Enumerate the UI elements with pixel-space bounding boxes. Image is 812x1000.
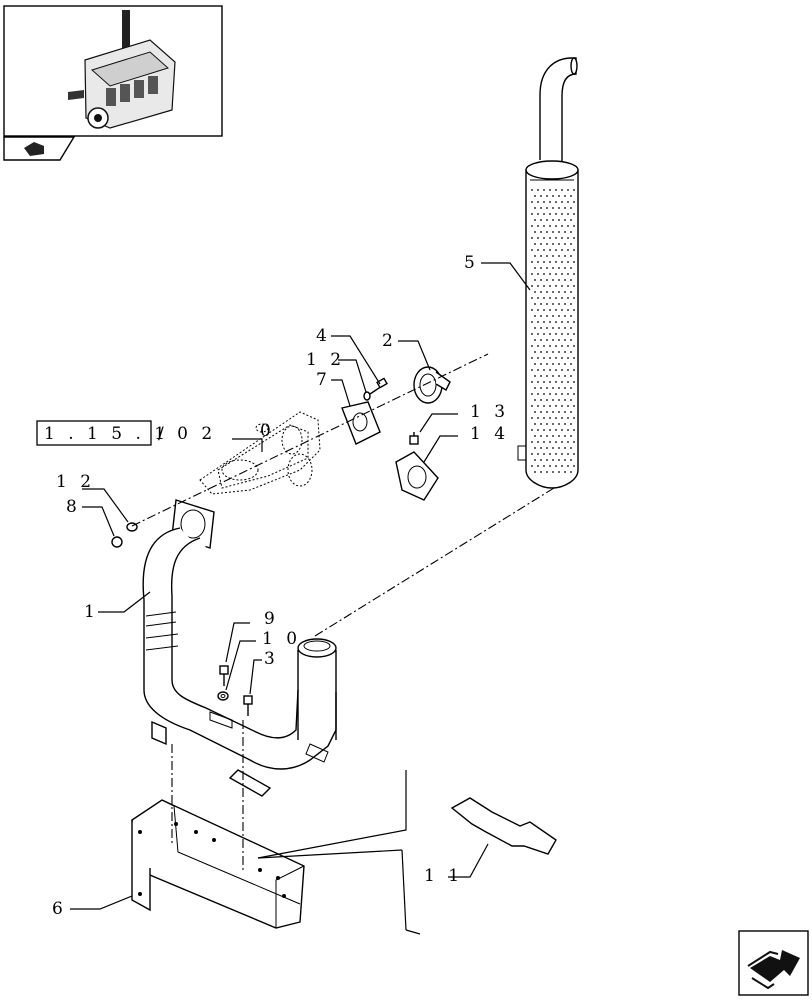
callout-14: 1 4	[470, 424, 509, 444]
support-bracket-part-6	[131, 799, 305, 929]
callout-1: 1	[84, 602, 99, 622]
callout-5: 5	[464, 253, 479, 273]
callout-13: 1 3	[470, 402, 509, 422]
callout-12-upper: 1 2	[306, 350, 345, 370]
center-lines	[131, 353, 555, 870]
exhaust-pipe-part-1	[142, 499, 337, 797]
callout-6: 6	[52, 899, 67, 919]
next-page-arrow-icon[interactable]	[738, 930, 809, 996]
callout-8: 8	[66, 497, 81, 517]
callout-7: 7	[316, 370, 331, 390]
reference-boxed-text: 1 . 1 5 . 1	[44, 424, 169, 444]
page-back-icon[interactable]	[3, 136, 76, 161]
muffler-part-5	[517, 57, 579, 489]
callout-12-lower: 1 2	[56, 472, 95, 492]
reference-zero: 0	[260, 421, 275, 441]
engine-thumbnail-icon	[3, 5, 223, 137]
callout-10: 1 0	[262, 629, 301, 649]
reference-suffix-text: / 0 2	[158, 424, 216, 444]
callout-11: 1 1	[424, 866, 463, 886]
manifold-flange-assembly	[341, 366, 451, 501]
callout-4: 4	[316, 326, 331, 346]
callout-9: 9	[264, 609, 279, 629]
exhaust-manifold-reference	[199, 411, 321, 495]
callout-3: 3	[264, 649, 279, 669]
reference-link-1-15-1[interactable]: 1 . 1 5 . 1 / 0 2 0	[36, 420, 275, 452]
fasteners	[111, 522, 253, 716]
callout-labels: 5 4 2 1 2 7 1 3 1 4 1 2 8 1 9 1 0 3 6 1 …	[52, 253, 509, 919]
callout-2: 2	[382, 331, 397, 351]
leader-lines	[70, 262, 531, 935]
gasket-part-11	[450, 797, 557, 855]
